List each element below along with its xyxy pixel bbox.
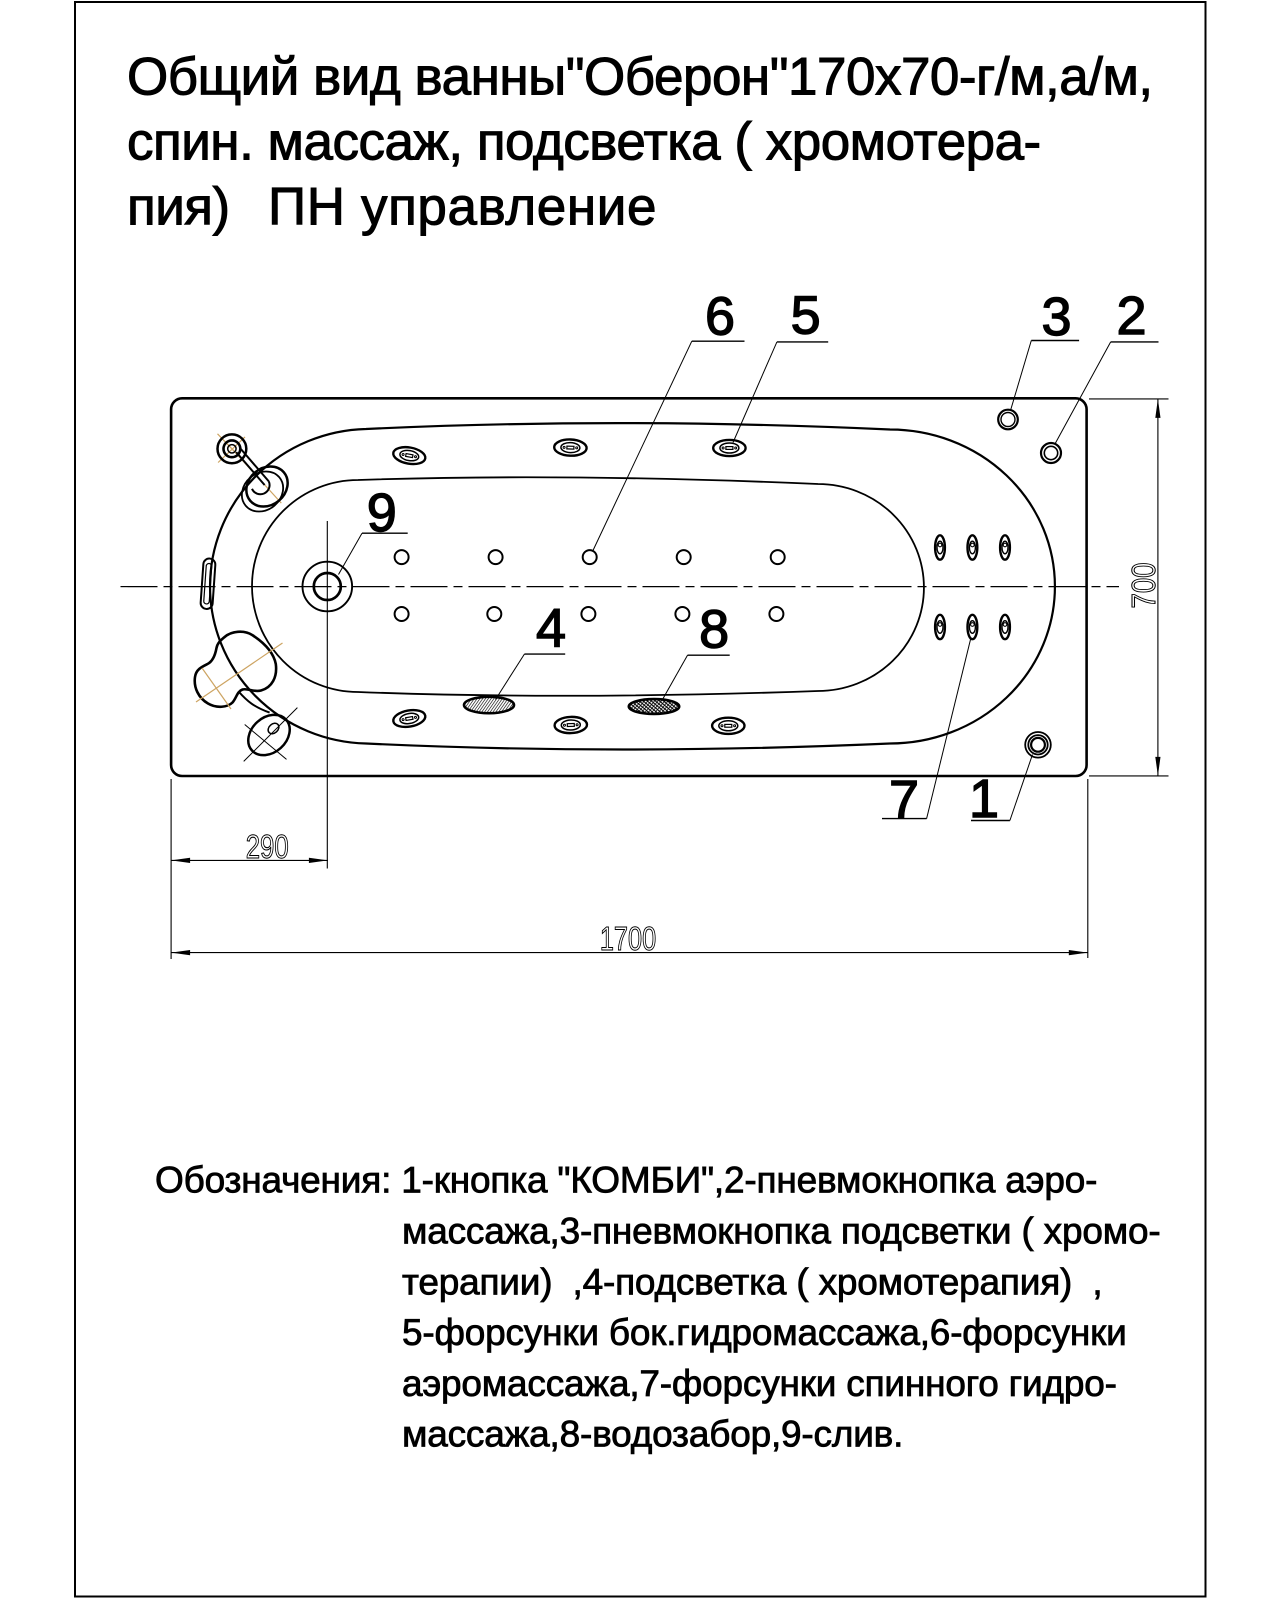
svg-text:4: 4 bbox=[536, 598, 566, 658]
svg-text:массажа,3-пневмокнопка подсвет: массажа,3-пневмокнопка подсветки ( хромо… bbox=[402, 1211, 1160, 1252]
svg-text:аэромассажа,7-форсунки спинног: аэромассажа,7-форсунки спинного гидро- bbox=[402, 1363, 1117, 1404]
svg-text:Общий вид ванны"Оберон"170х70-: Общий вид ванны"Оберон"170х70-г/м,а/м, bbox=[127, 48, 1153, 107]
svg-text:9: 9 bbox=[367, 483, 397, 543]
svg-text:терапии) ,4-подсветка ( хромо: терапии) ,4-подсветка ( хромотерапия) , bbox=[402, 1261, 1102, 1302]
svg-text:700: 700 bbox=[1125, 563, 1162, 609]
svg-text:массажа,8-водозабор,9-слив.: массажа,8-водозабор,9-слив. bbox=[402, 1414, 903, 1455]
svg-text:пия): пия) bbox=[127, 178, 230, 237]
svg-text:5: 5 bbox=[791, 285, 821, 345]
svg-text:6: 6 bbox=[705, 287, 735, 347]
svg-text:ПН управление: ПН управление bbox=[268, 178, 656, 237]
svg-text:5-форсунки бок.гидромассажа,6-: 5-форсунки бок.гидромассажа,6-форсунки bbox=[402, 1312, 1127, 1353]
svg-text:290: 290 bbox=[246, 828, 289, 865]
svg-text:8: 8 bbox=[699, 600, 729, 660]
svg-text:спин. массаж, подсветка ( хром: спин. массаж, подсветка ( хромотера- bbox=[127, 113, 1041, 172]
svg-text:7: 7 bbox=[889, 770, 919, 830]
svg-text:1: 1 bbox=[969, 769, 999, 829]
svg-text:Обозначения: 1-кнопка "КОМБИ",: Обозначения: 1-кнопка "КОМБИ",2-пневмокн… bbox=[155, 1160, 1097, 1201]
svg-text:2: 2 bbox=[1116, 286, 1146, 346]
svg-text:3: 3 bbox=[1041, 287, 1071, 347]
svg-text:1700: 1700 bbox=[600, 920, 656, 957]
